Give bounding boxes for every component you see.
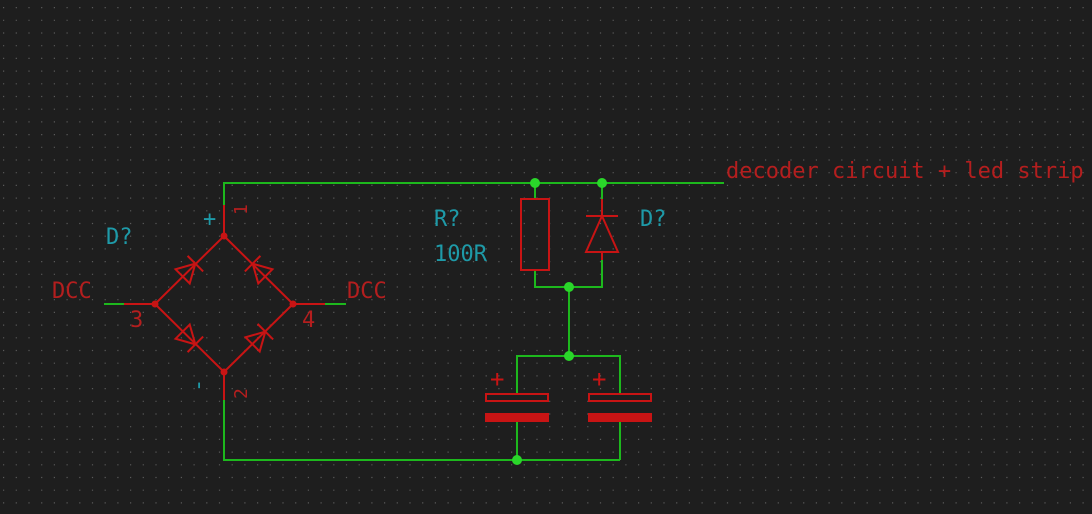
- bridge-minus-mark: -: [186, 379, 211, 392]
- junctions: [512, 178, 607, 465]
- diode-triangle: [584, 213, 620, 253]
- bridge-diode-upper-right: [244, 255, 275, 286]
- net-label-dcc-right[interactable]: DCC: [347, 279, 387, 304]
- junction-dot: [512, 455, 522, 465]
- bridge-pin-number-bottom: 2: [231, 388, 252, 399]
- bridge-diode-lower-left: [173, 322, 204, 353]
- capacitor-left-plate-bottom: [485, 413, 549, 422]
- resistor-value[interactable]: 100R: [434, 242, 488, 267]
- bridge-reference[interactable]: D?: [106, 225, 133, 250]
- grid-dots: [2, 7, 1084, 504]
- capacitor-right-plate-top: [588, 393, 652, 402]
- pin-dot: [289, 300, 297, 308]
- bridge-pin-number-left: 3: [130, 308, 143, 333]
- capacitor-left-plus: +: [490, 365, 504, 393]
- bridge-pin-number-top: 1: [231, 204, 252, 215]
- pin-dot: [151, 300, 159, 308]
- capacitor-right[interactable]: [588, 393, 652, 422]
- bridge-plus-mark: +: [203, 207, 216, 232]
- wire-bottom-rail[interactable]: [223, 374, 620, 461]
- capacitor-right-plus: +: [592, 365, 606, 393]
- resistor-symbol[interactable]: [520, 198, 550, 271]
- diode-reference[interactable]: D?: [640, 207, 667, 232]
- capacitor-left-plate-top: [485, 393, 549, 402]
- net-label-power-out[interactable]: decoder circuit + led strip: [726, 159, 1084, 184]
- bridge-pin-dots: [151, 232, 297, 376]
- bridge-diamond: [153, 234, 295, 374]
- bridge-pin-number-right: 4: [302, 308, 315, 333]
- bridge-diode-upper-left: [173, 255, 204, 286]
- junction-dot: [564, 351, 574, 361]
- junction-dot: [597, 178, 607, 188]
- diode-symbol[interactable]: [584, 199, 620, 260]
- capacitor-left[interactable]: [485, 393, 549, 422]
- pin-dot: [220, 232, 228, 240]
- net-label-dcc-left[interactable]: DCC: [52, 279, 92, 304]
- resistor-reference[interactable]: R?: [434, 207, 461, 232]
- bridge-diode-lower-right: [243, 323, 274, 354]
- wire-cap-right-top[interactable]: [569, 355, 621, 393]
- background-grid: [2, 7, 1084, 504]
- junction-dot: [564, 282, 574, 292]
- pin-dot: [220, 368, 228, 376]
- capacitor-right-plate-bottom: [588, 413, 652, 422]
- junction-dot: [530, 178, 540, 188]
- resistor-body: [520, 198, 550, 271]
- wire-cap-left-top[interactable]: [516, 355, 569, 393]
